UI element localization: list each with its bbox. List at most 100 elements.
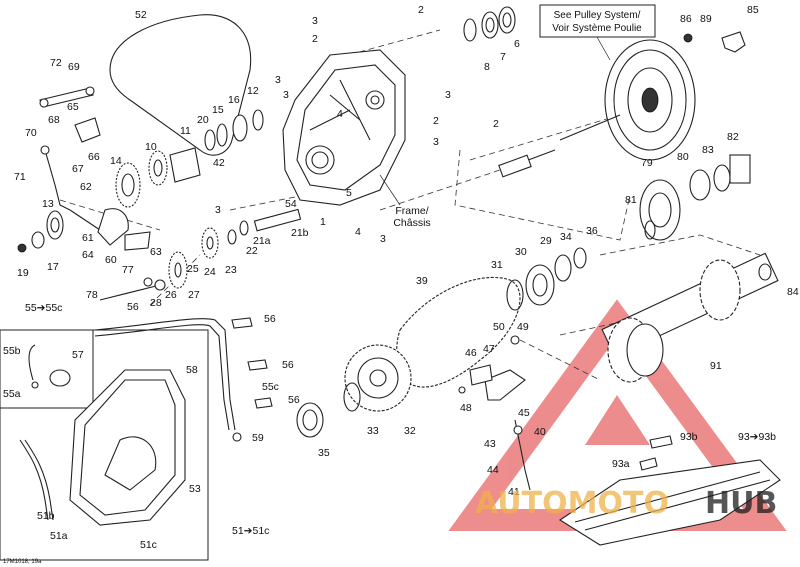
frame-label-line-2: Châssis (393, 217, 430, 229)
callout-51a: 51a (50, 530, 68, 542)
callout-4: 4 (355, 226, 361, 238)
callout-59: 59 (252, 432, 264, 444)
callout-3: 3 (445, 89, 451, 101)
group-box-55 (0, 329, 94, 409)
callout-24: 24 (204, 266, 216, 278)
callout-20: 20 (197, 114, 209, 126)
callout-66: 66 (88, 151, 100, 163)
callout-21a: 21a (253, 235, 271, 247)
callout-48: 48 (460, 402, 472, 414)
callout-56: 56 (282, 359, 294, 371)
callout-2: 2 (433, 115, 439, 127)
small-parts-85-86 (683, 31, 746, 53)
callout-2: 2 (418, 4, 424, 16)
callout-56: 56 (127, 301, 139, 313)
callout-28: 28 (150, 297, 162, 309)
callout-69: 69 (68, 61, 80, 73)
callout-81: 81 (625, 194, 637, 206)
callout-42: 42 (213, 157, 225, 169)
callout-5: 5 (346, 187, 352, 199)
callout-72: 72 (50, 57, 62, 69)
gears-10-14 (115, 109, 264, 208)
shift-linkage (39, 86, 101, 231)
note-line-1: See Pulley System/ (554, 10, 641, 21)
callout-2: 2 (493, 118, 499, 130)
callout-16: 16 (228, 94, 240, 106)
callout-11: 11 (180, 125, 191, 137)
group-label-51: 51➔51c (232, 525, 269, 537)
bearing-stack (463, 6, 516, 42)
drive-chain-39 (396, 276, 521, 388)
callout-60: 60 (105, 254, 117, 266)
callout-44: 44 (487, 464, 499, 476)
callout-43: 43 (484, 438, 496, 450)
driven-pulley (498, 39, 696, 178)
callout-82: 82 (727, 131, 739, 143)
callout-50: 50 (493, 321, 505, 333)
note-line-2: Voir Système Poulie (552, 23, 642, 34)
callout-1: 1 (320, 216, 326, 228)
group-label-93: 93➔93b (738, 431, 776, 443)
callout-70: 70 (25, 127, 37, 139)
flange-79 (639, 154, 751, 241)
group-box-51 (0, 329, 209, 561)
callout-63: 63 (150, 246, 162, 258)
drawing-reference: 17M1018, 19a (3, 559, 42, 565)
callout-3: 3 (215, 204, 221, 216)
callout-52: 52 (135, 9, 147, 21)
oil-lines (94, 317, 273, 442)
callout-39: 39 (416, 275, 428, 287)
callout-80: 80 (677, 151, 689, 163)
callout-86: 86 (680, 13, 692, 25)
callout-7: 7 (500, 51, 506, 63)
callout-56: 56 (264, 313, 276, 325)
callout-54: 54 (285, 198, 297, 210)
callout-49: 49 (517, 321, 529, 333)
callout-64: 64 (82, 249, 94, 261)
callout-62: 62 (80, 181, 92, 193)
callout-2: 2 (312, 33, 318, 45)
tensioner-cluster (17, 208, 151, 253)
callout-83: 83 (702, 144, 714, 156)
callout-29: 29 (540, 235, 552, 247)
callout-57: 57 (72, 349, 84, 361)
callout-78: 78 (86, 289, 98, 301)
callout-35: 35 (318, 447, 330, 459)
callout-71: 71 (14, 171, 26, 183)
callout-33: 33 (367, 425, 379, 437)
callout-15: 15 (212, 104, 224, 116)
callout-36: 36 (586, 225, 598, 237)
callout-41: 41 (508, 486, 520, 498)
callout-3: 3 (433, 136, 439, 148)
callout-25: 25 (187, 263, 199, 275)
callout-85: 85 (747, 4, 759, 16)
watermark-text-1: AUTOMOTO (475, 486, 669, 521)
watermark-logo: AUTOMOTO HUB (475, 486, 777, 521)
callout-47: 47 (483, 343, 495, 355)
callout-55c: 55c (262, 381, 279, 393)
group-label-55: 55➔55c (25, 302, 62, 314)
callout-6: 6 (514, 38, 520, 50)
drive-axle-91 (601, 252, 779, 383)
callout-32: 32 (404, 425, 416, 437)
callout-58: 58 (186, 364, 198, 376)
callout-56: 56 (288, 394, 300, 406)
callout-3: 3 (275, 74, 281, 86)
pulley-reference-note: See Pulley System/ Voir Système Poulie (539, 4, 656, 61)
callout-10: 10 (145, 141, 157, 153)
track-cleats (558, 435, 781, 546)
callout-93b: 93b (680, 431, 698, 443)
callout-14: 14 (110, 155, 122, 167)
callout-26: 26 (165, 289, 177, 301)
frame-label-line-1: Frame/ (395, 205, 428, 217)
callout-8: 8 (484, 61, 490, 73)
callout-21b: 21b (291, 227, 309, 239)
chaincase-housing (282, 49, 406, 206)
callout-12: 12 (247, 85, 259, 97)
callout-68: 68 (48, 114, 60, 126)
watermark-text-2: HUB (705, 486, 777, 521)
callout-55a: 55a (3, 388, 21, 400)
callout-46: 46 (465, 347, 477, 359)
callout-40: 40 (534, 426, 546, 438)
